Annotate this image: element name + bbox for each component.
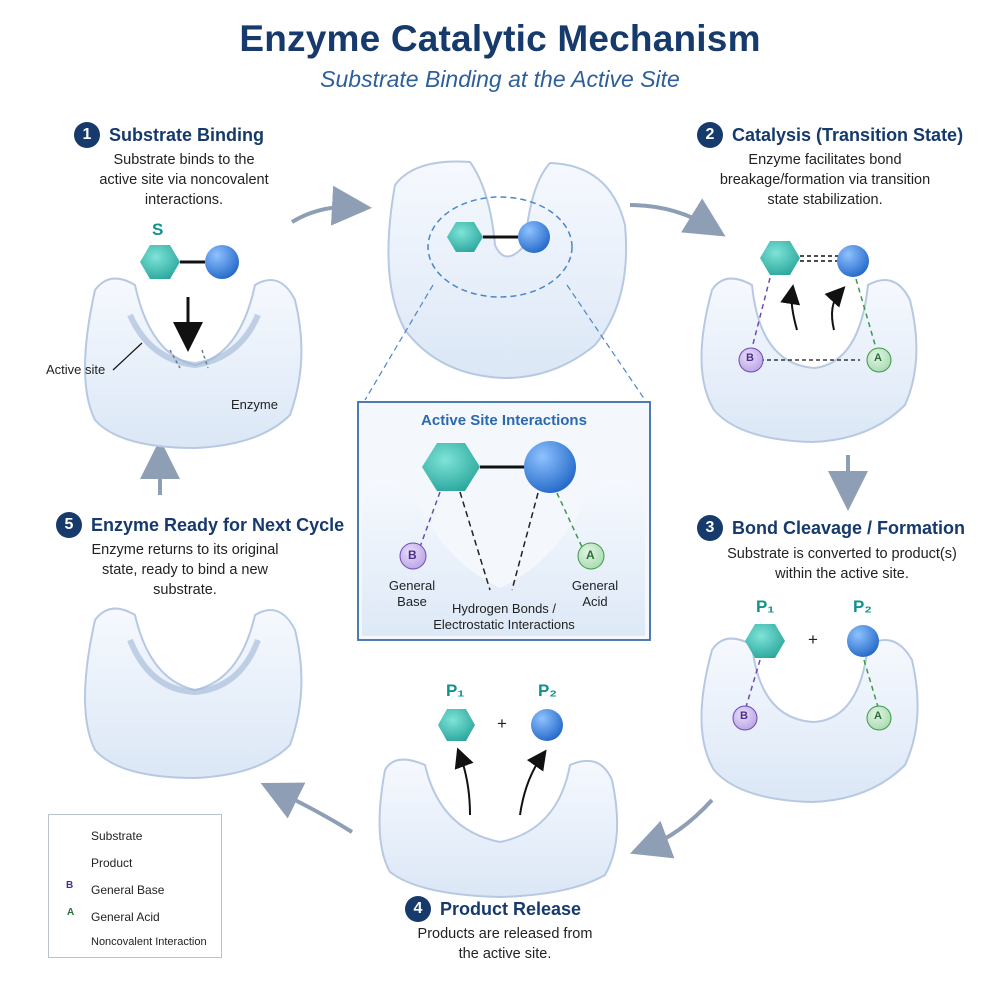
product-sphere-step2: [837, 245, 869, 277]
cycle-arrow-2-3: [629, 198, 726, 237]
base-letter-inset: B: [408, 548, 417, 562]
legend-label-base: General Base: [91, 883, 165, 897]
enzyme-step2: [700, 277, 918, 444]
legend-item-substrate: Substrate: [61, 827, 142, 845]
substrate-hexagon-central: [447, 222, 483, 252]
product-2-label-step3: P₂: [853, 597, 872, 616]
substrate-hexagon-step2: [760, 241, 800, 275]
general-acid-step2: [866, 347, 892, 373]
product-sphere-central: [518, 221, 550, 253]
substrate-hexagon-step1: [140, 245, 180, 279]
cycle-arrow-4-5: [630, 798, 714, 859]
step-2-title: Catalysis (Transition State): [732, 124, 964, 145]
step-5-heading: 5 Enzyme Ready for Next Cycle: [56, 512, 344, 538]
dashed-line-icon: [61, 933, 83, 951]
step-5-number: 5: [56, 512, 82, 538]
acid-letter-inset: A: [586, 548, 595, 562]
hydrogen-bonds-label: Hydrogen Bonds / Electrostatic Interacti…: [433, 601, 575, 632]
legend-item-base: General Base: [61, 881, 164, 899]
product-1-label-step4: P₁: [446, 681, 465, 700]
legend-acid-letter: A: [67, 907, 75, 918]
step-4-number: 4: [405, 896, 431, 922]
inset-title: Active Site Interactions: [421, 412, 587, 429]
enzyme-step4: [378, 758, 619, 899]
legend-label-noncovalent: Noncovalent Interaction: [91, 936, 207, 948]
general-acid-step3: [866, 705, 892, 731]
step-1-heading: 1 Substrate Binding: [74, 122, 264, 148]
general-acid-inset: [577, 542, 605, 570]
step-3-number: 3: [697, 515, 723, 541]
step-4-description: Products are released from the active si…: [417, 926, 593, 962]
step-3-heading: 3 Bond Cleavage / Formation: [697, 515, 965, 541]
step-1-number: 1: [74, 122, 100, 148]
general-base-inset: [399, 542, 427, 570]
step-4-title: Product Release: [440, 898, 582, 919]
step-5-title: Enzyme Ready for Next Cycle: [91, 514, 345, 535]
cycle-arrow-5-6: [260, 782, 354, 834]
active-site-zoom-ring: [427, 196, 573, 298]
active-site-label: Active site: [46, 362, 106, 377]
general-base-step3: [732, 705, 758, 731]
acid-letter-step2: A: [874, 352, 882, 364]
product-1-label-step3: P₁: [756, 597, 775, 616]
substrate-hexagon-inset: [422, 443, 480, 491]
base-letter-step3: B: [740, 710, 748, 722]
product-sphere-step4: [531, 709, 563, 741]
step-3-title: Bond Cleavage / Formation: [732, 517, 966, 538]
legend-item-noncovalent: Noncovalent Interaction: [61, 933, 207, 951]
legend-item-acid: General Acid: [61, 908, 160, 926]
step-5-description: Enzyme returns to its original state, re…: [91, 542, 279, 598]
hexagon-icon: [61, 827, 83, 845]
substrate-letter: S: [152, 220, 164, 239]
general-base-label: General Base: [388, 578, 436, 609]
product-hexagon-step4: [438, 709, 475, 741]
step-3-description: Substrate is converted to product(s) wit…: [727, 546, 957, 582]
step-4-heading: 4 Product Release: [405, 896, 581, 922]
product-sphere-step3: [847, 625, 879, 657]
legend: Substrate Product General Base General A…: [48, 814, 222, 958]
enzyme-central: [387, 160, 628, 380]
base-letter-step2: B: [746, 352, 754, 364]
legend-base-letter: B: [66, 880, 74, 891]
cycle-arrow-1-2: [290, 185, 372, 226]
product-sphere-step1: [205, 245, 239, 279]
plus-step3: +: [808, 630, 818, 649]
step-2-description: Enzyme facilitates bond breakage/formati…: [719, 152, 931, 208]
page-subtitle: Substrate Binding at the Active Site: [320, 66, 680, 92]
general-acid-label: General Acid: [571, 578, 619, 609]
legend-item-product: Product: [61, 854, 132, 872]
step-2-heading: 2 Catalysis (Transition State): [697, 122, 963, 148]
product-2-label-step4: P₂: [538, 681, 557, 700]
sphere-icon: [61, 854, 83, 872]
product-hexagon-step3: [745, 624, 785, 658]
enzyme-step3: [700, 637, 919, 804]
product-sphere-inset: [524, 441, 576, 493]
step-1-description: Substrate binds to the active site via n…: [99, 152, 269, 208]
step-2-number: 2: [697, 122, 723, 148]
enzyme-label: Enzyme: [231, 397, 278, 412]
acid-letter-step3: A: [874, 710, 882, 722]
legend-label-substrate: Substrate: [91, 829, 143, 843]
general-base-step2: [738, 347, 764, 373]
plus-step4: +: [497, 714, 507, 733]
legend-label-product: Product: [91, 856, 133, 870]
legend-label-acid: General Acid: [91, 910, 160, 924]
step-1-title: Substrate Binding: [109, 124, 265, 145]
enzyme-step1: [84, 277, 303, 450]
page-title: Enzyme Catalytic Mechanism: [239, 18, 761, 59]
